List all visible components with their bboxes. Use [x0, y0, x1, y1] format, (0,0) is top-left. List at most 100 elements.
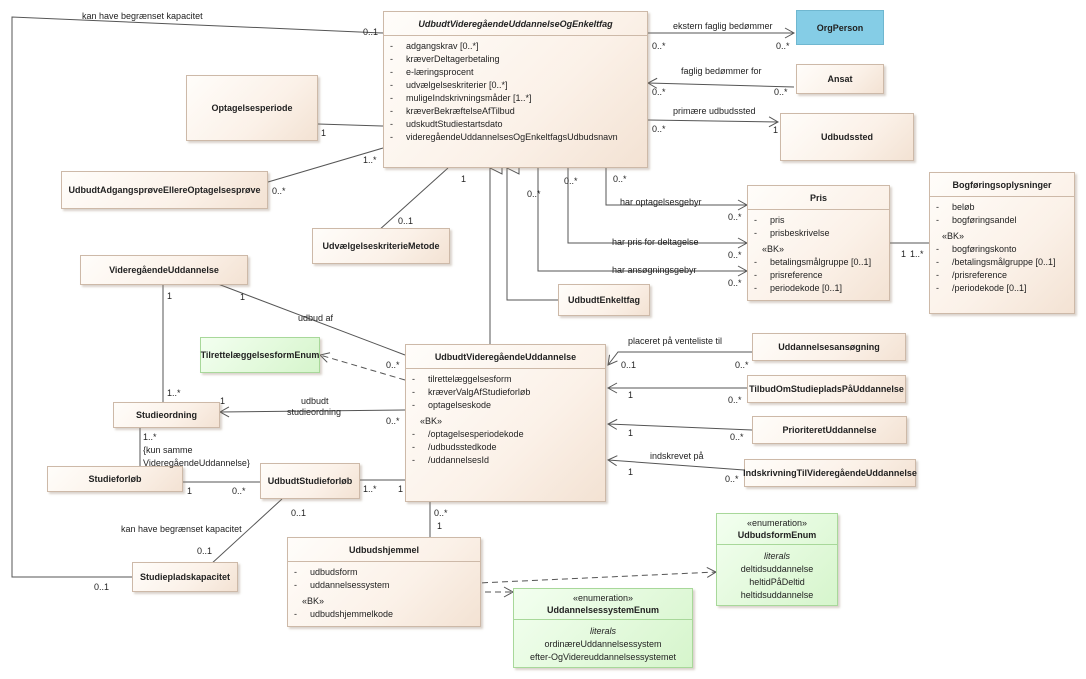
multiplicity: 0..1: [363, 27, 379, 37]
attribute: -videregåendeUddannelsesOgEnkeltfagsUdbu…: [390, 132, 618, 142]
line-indskrevet: [606, 455, 745, 471]
class-orgperson[interactable]: OrgPerson: [796, 10, 884, 45]
line-forloeb-kapacitet: [209, 498, 283, 566]
constraint-label: VideregåendeUddannelse}: [143, 458, 250, 468]
enum-literal: heltidsuddannelse: [740, 590, 814, 600]
multiplicity: 0..*: [735, 360, 749, 370]
multiplicity: 1: [220, 396, 226, 406]
line-studieordning: [218, 406, 406, 418]
multiplicity: 0..1: [291, 508, 307, 518]
attribute-list: -tilrettelæggelsesform -kræverValgAfStud…: [406, 369, 605, 467]
attribute-list: -adgangskrav [0..*] -kræverDeltagerbetal…: [384, 36, 647, 144]
assoc-label: studieordning: [287, 407, 342, 417]
line-primaere: [647, 116, 780, 128]
enum-literal: efter-OgVidereuddannelsessystemet: [530, 652, 676, 662]
multiplicity: 1: [321, 128, 327, 138]
multiplicity: 0..*: [652, 124, 666, 134]
attribute-list: -pris -prisbeskrivelse «BK» -betalingsmå…: [748, 210, 889, 295]
attribute: -betalingsmålgruppe [0..1]: [754, 257, 872, 267]
attribute: -bogføringsandel: [936, 215, 1017, 225]
class-prioriteret-uddannelse[interactable]: PrioriteretUddannelse: [752, 416, 907, 444]
class-title: Pris: [748, 186, 889, 210]
class-udbudt-adgangsproeve[interactable]: UdbudtAdgangsprøveEllereOptagelsesprøve: [61, 171, 268, 209]
multiplicity: 0..*: [232, 486, 246, 496]
multiplicity: 1: [628, 390, 634, 400]
enum-stereotype: «enumeration»: [746, 518, 808, 528]
class-tilrettelaeggelsesform-enum[interactable]: TilrettelæggelsesformEnum: [200, 337, 320, 373]
class-videregaaende-uddannelse[interactable]: VideregåendeUddannelse: [80, 255, 248, 285]
attribute-list: -beløb -bogføringsandel «BK» -bogførings…: [930, 197, 1074, 295]
multiplicity: 0..1: [94, 582, 110, 592]
multiplicity: 0..*: [613, 174, 627, 184]
multiplicity: 0..*: [728, 278, 742, 288]
assoc-label: placeret på venteliste til: [628, 336, 723, 346]
attribute: -pris: [754, 215, 785, 225]
attribute: -uddannelsessystem: [294, 580, 390, 590]
multiplicity: 0..*: [652, 87, 666, 97]
multiplicity: 1: [187, 486, 193, 496]
attribute: -/prisreference: [936, 270, 1008, 280]
class-udbudssted[interactable]: Udbudssted: [780, 113, 914, 161]
class-indskrivning[interactable]: IndskrivningTilVideregåendeUddannelse: [743, 459, 917, 487]
multiplicity: 1..*: [910, 249, 924, 259]
attribute: -/optagelsesperiodekode: [412, 429, 524, 439]
attribute: -adgangskrav [0..*]: [390, 41, 479, 51]
multiplicity: 1..*: [167, 388, 181, 398]
line-prioriteret: [606, 418, 753, 431]
line-faglig: [646, 77, 795, 89]
assoc-label: primære udbudssted: [673, 106, 756, 116]
class-studieforloeb[interactable]: Studieforløb: [47, 466, 183, 492]
multiplicity: 0..*: [776, 41, 790, 51]
class-optagelsesperiode[interactable]: Optagelsesperiode: [186, 75, 318, 141]
class-udvaelgelseskriteriemetode[interactable]: UdvælgelseskriterieMetode: [312, 228, 450, 264]
attribute: -udbudshjemmelkode: [294, 609, 394, 619]
class-title: OrgPerson: [816, 22, 864, 33]
attribute: -kræverDeltagerbetaling: [390, 54, 500, 64]
bk-stereotype: «BK»: [762, 244, 785, 254]
multiplicity: 0..*: [652, 41, 666, 51]
assoc-label: har ansøgningsgebyr: [612, 265, 697, 275]
assoc-label: udbudt: [301, 396, 329, 406]
attribute: -/periodekode [0..1]: [936, 283, 1027, 293]
class-studiepladskapacitet[interactable]: Studiepladskapacitet: [132, 562, 238, 592]
class-ansat[interactable]: Ansat: [796, 64, 884, 94]
class-bogfoeringsoplysninger[interactable]: Bogføringsoplysninger -beløb -bogførings…: [929, 172, 1075, 314]
multiplicity: 1: [628, 467, 634, 477]
line-kapacitet-top: [11, 16, 384, 578]
attribute: -tilrettelæggelsesform: [412, 374, 512, 384]
class-udbudsform-enum[interactable]: «enumeration» UdbudsformEnum literals de…: [716, 513, 838, 606]
bk-stereotype: «BK»: [942, 231, 965, 241]
multiplicity: 0..*: [527, 189, 541, 199]
class-uddannelsesansoegning[interactable]: Uddannelsesansøgning: [752, 333, 906, 361]
attribute: -/uddannelsesId: [412, 455, 490, 465]
class-title: Udbudssted: [820, 132, 873, 142]
class-udbudt-enkeltfag[interactable]: UdbudtEnkeltfag: [558, 284, 650, 316]
multiplicity: 1..*: [143, 432, 157, 442]
line-tilrettelaeggelse: [319, 352, 406, 381]
class-title: UdbudsformEnum: [717, 528, 837, 545]
class-udbudshjemmel[interactable]: Udbudshjemmel -udbudsform -uddannelsessy…: [287, 537, 481, 627]
class-udbudt-vgu-og-enkeltfag[interactable]: UdbudtVideregåendeUddannelseOgEnkeltfag …: [383, 11, 648, 168]
class-pris[interactable]: Pris -pris -prisbeskrivelse «BK» -betali…: [747, 185, 890, 301]
assoc-label: faglig bedømmer for: [681, 66, 762, 76]
attribute: -udvælgelseskriterier [0..*]: [390, 80, 508, 90]
class-title: UdbudtStudieforløb: [267, 476, 353, 486]
class-title: UdbudtVideregåendeUddannelse: [406, 345, 605, 369]
literals-label: literals: [763, 551, 790, 561]
multiplicity: 0..*: [725, 474, 739, 484]
multiplicity: 0..*: [730, 432, 744, 442]
multiplicity: 1: [398, 484, 404, 494]
multiplicity: 0..*: [386, 416, 400, 426]
line-adgangsproeve: [267, 147, 384, 183]
attribute: -kræverValgAfStudieforløb: [412, 387, 531, 397]
multiplicity: 0..*: [386, 360, 400, 370]
class-studieordning[interactable]: Studieordning: [113, 402, 220, 428]
class-uddannelsessystem-enum[interactable]: «enumeration» UddannelsessystemEnum lite…: [513, 588, 693, 668]
class-udbudt-studieforloeb[interactable]: UdbudtStudieforløb: [260, 463, 360, 499]
class-title: TilbudOmStudiepladsPåUddannelse: [749, 384, 904, 394]
attribute-list: -udbudsform -uddannelsessystem «BK» -udb…: [288, 562, 480, 621]
class-udbudt-videregaaende-uddannelse[interactable]: UdbudtVideregåendeUddannelse -tilrettelæ…: [405, 344, 606, 502]
class-title: UddannelsessystemEnum: [514, 603, 692, 620]
class-tilbud-om-studieplads[interactable]: TilbudOmStudiepladsPåUddannelse: [747, 375, 906, 403]
multiplicity: 1: [901, 249, 907, 259]
